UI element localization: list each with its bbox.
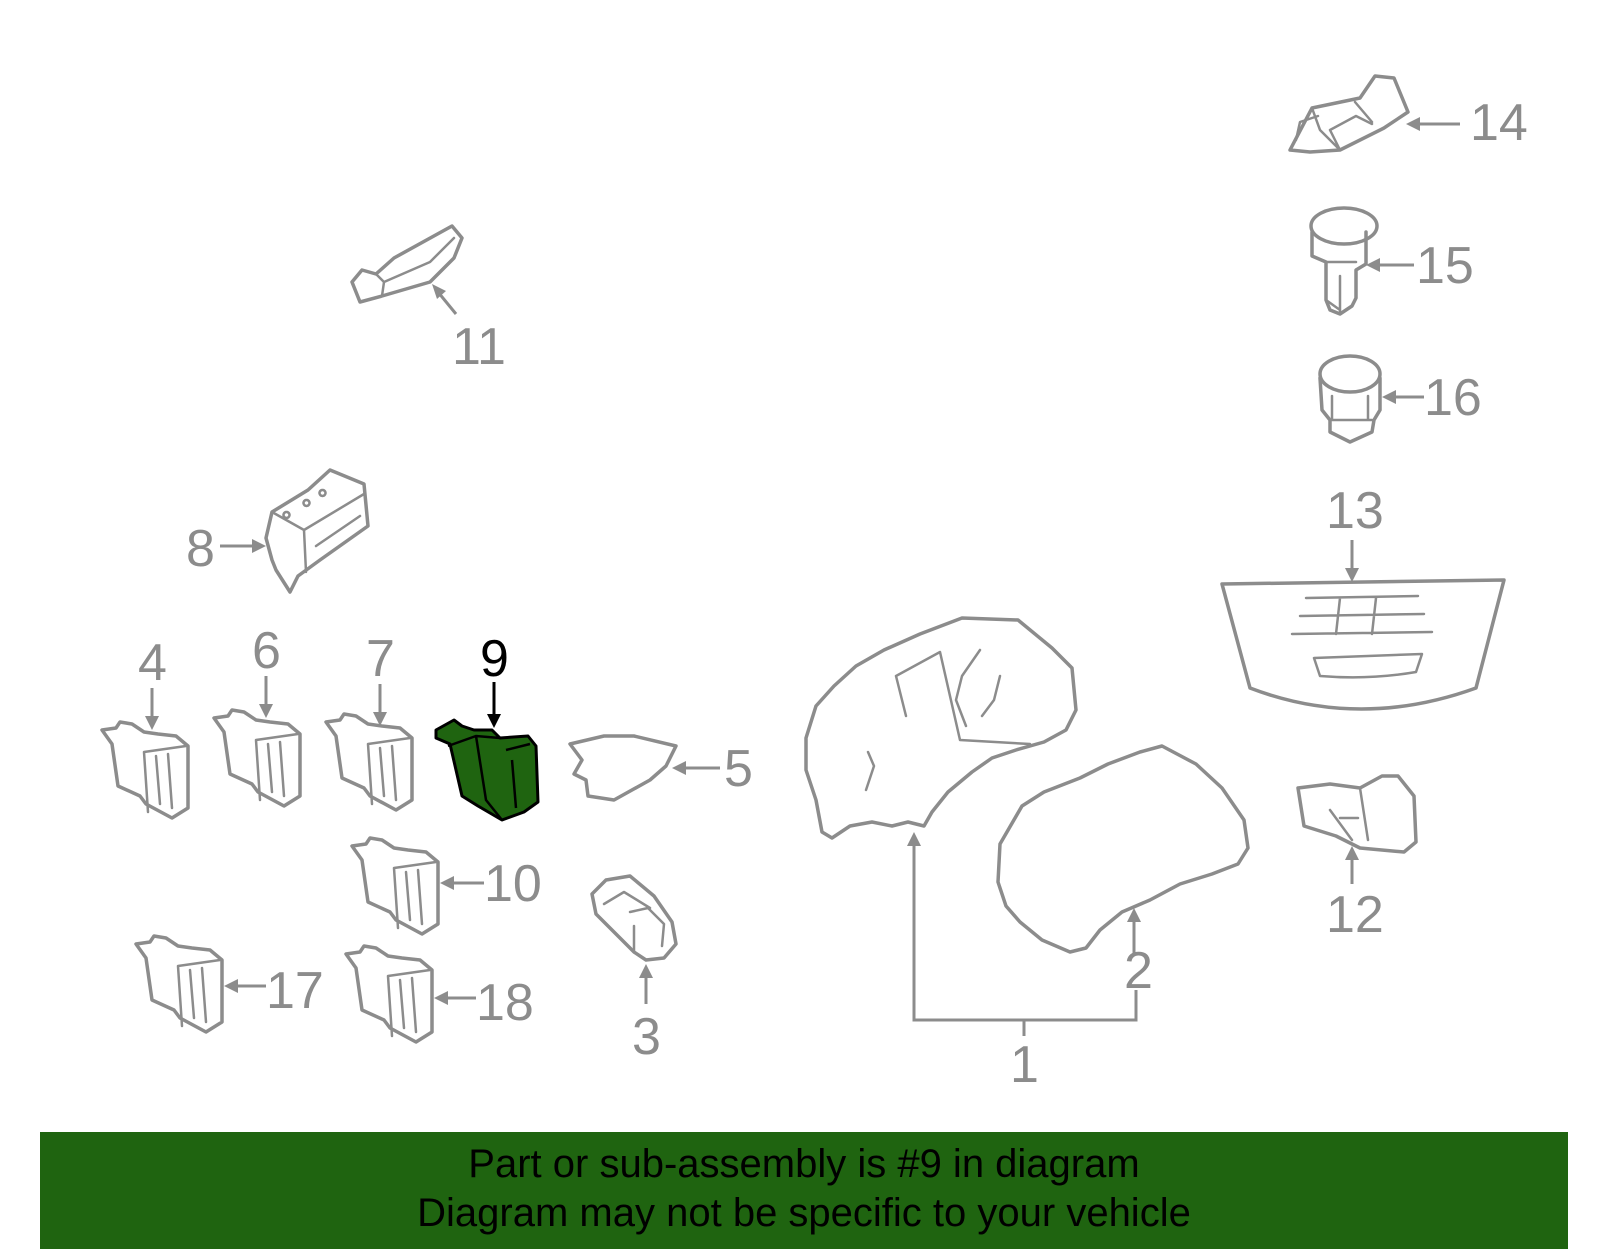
callout-14: 14: [1470, 94, 1528, 152]
callout-9: 9: [480, 630, 509, 688]
callout-6: 6: [252, 622, 281, 680]
callout-13: 13: [1326, 482, 1384, 540]
arrow-7: [373, 684, 387, 726]
arrow-10: [440, 876, 484, 890]
part-1-cluster-mask[interactable]: [804, 616, 1078, 840]
arrow-17: [224, 979, 266, 993]
part-10-switch[interactable]: [350, 836, 440, 936]
part-2-cluster-housing[interactable]: [996, 744, 1250, 954]
callout-7: 7: [366, 630, 395, 688]
callout-1: 1: [1010, 1036, 1039, 1094]
arrow-4: [145, 688, 159, 730]
bracket-1: [907, 832, 1138, 1036]
part-14-switch[interactable]: [1288, 74, 1410, 154]
info-banner: Part or sub-assembly is #9 in diagram Di…: [40, 1132, 1568, 1249]
arrow-16: [1382, 390, 1424, 404]
callout-15: 15: [1416, 237, 1474, 295]
arrow-6: [259, 676, 273, 718]
part-18-switch[interactable]: [344, 944, 434, 1044]
callout-3: 3: [632, 1008, 661, 1066]
callout-12: 12: [1326, 886, 1384, 944]
part-5-bezel[interactable]: [568, 734, 678, 802]
banner-line-2: Diagram may not be specific to your vehi…: [417, 1191, 1191, 1235]
callout-17: 17: [266, 962, 324, 1020]
callout-8: 8: [186, 520, 215, 578]
arrow-9: [487, 682, 501, 728]
part-7-switch[interactable]: [324, 712, 414, 812]
arrow-3: [639, 964, 653, 1004]
part-12-switch[interactable]: [1296, 774, 1418, 854]
arrow-15: [1366, 258, 1414, 272]
arrow-8: [220, 539, 266, 553]
callout-5: 5: [724, 740, 753, 798]
callout-16: 16: [1424, 369, 1482, 427]
part-8-switch-bank[interactable]: [264, 468, 370, 594]
callout-11: 11: [452, 318, 506, 376]
callout-4: 4: [138, 634, 167, 692]
arrow-13: [1345, 540, 1359, 582]
arrow-5: [672, 761, 720, 775]
part-16-button[interactable]: [1318, 354, 1382, 444]
part-3-sensor[interactable]: [590, 874, 678, 962]
callout-10: 10: [484, 855, 542, 913]
part-9-switch-highlighted[interactable]: [434, 718, 540, 822]
part-4-switch[interactable]: [100, 720, 190, 820]
arrow-14: [1406, 117, 1460, 131]
arrow-2: [1127, 908, 1141, 956]
arrow-11: [432, 284, 458, 315]
banner-line-1: Part or sub-assembly is #9 in diagram: [468, 1142, 1140, 1186]
callout-18: 18: [476, 974, 534, 1032]
arrow-18: [434, 991, 476, 1005]
part-6-switch[interactable]: [212, 708, 302, 808]
part-11-trim-piece[interactable]: [350, 224, 464, 304]
callout-2: 2: [1124, 942, 1153, 1000]
part-17-switch[interactable]: [134, 934, 224, 1034]
part-13-control-panel[interactable]: [1220, 578, 1506, 711]
part-15-button[interactable]: [1309, 206, 1379, 316]
arrow-12: [1345, 846, 1359, 884]
